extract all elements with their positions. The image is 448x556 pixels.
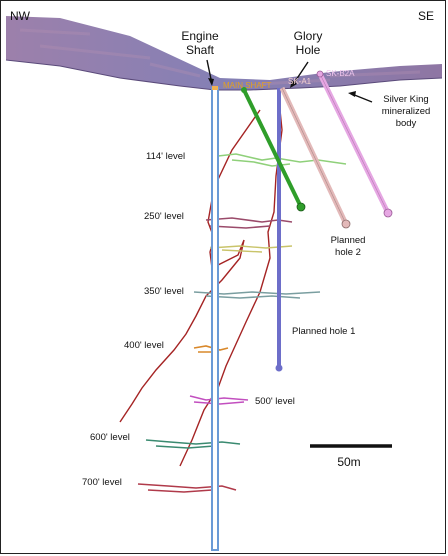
terrain-surface bbox=[6, 16, 442, 90]
sk-a1-surface-label: SK-A1 bbox=[288, 77, 312, 86]
glory-hole-arrow bbox=[291, 61, 309, 87]
level-label-350: 350' level bbox=[144, 286, 184, 297]
planned-hole-2-outline bbox=[281, 87, 347, 225]
silver-king-label-line-3: body bbox=[396, 118, 417, 129]
level-label-250: 250' level bbox=[144, 211, 184, 222]
scale-bar-label: 50m bbox=[337, 455, 360, 469]
level-label-500: 500' level bbox=[255, 396, 295, 407]
sk-b2a-surface-label: SK-B2A bbox=[326, 69, 355, 78]
terrain-surface-ground-line bbox=[5, 59, 443, 91]
level-label-400: 400' level bbox=[124, 340, 164, 351]
shaft-collar-marker bbox=[212, 86, 218, 90]
silver-king-label-line-1: Silver King bbox=[383, 94, 428, 105]
engine-shaft-title-line-2: Shaft bbox=[186, 43, 215, 57]
level-700-workings bbox=[137, 483, 237, 493]
planned-hole-2-label-line-2: hole 2 bbox=[335, 247, 361, 258]
direction-se: SE bbox=[418, 9, 434, 23]
silver-king-arrow bbox=[351, 93, 373, 103]
planned-hole-2-end bbox=[341, 219, 351, 229]
level-label-114: 114' level bbox=[146, 151, 185, 162]
level-250-workings bbox=[205, 217, 293, 229]
direction-nw: NW bbox=[10, 9, 31, 23]
planned-hole-2-label-line-1: Planned bbox=[331, 235, 366, 246]
glory-hole-arrowhead bbox=[290, 80, 297, 88]
planned-hole-1-end bbox=[275, 364, 283, 372]
level-label-700: 700' level bbox=[82, 477, 122, 488]
green-drillhole-end bbox=[296, 202, 306, 212]
engine-shaft-arrowhead bbox=[208, 78, 214, 86]
silver-king-arrowhead bbox=[348, 91, 356, 97]
main-shaft-surface-label: MAIN SHAFT bbox=[223, 81, 272, 90]
sk-b2a-hole-outline bbox=[319, 73, 389, 214]
red-trace-secondary bbox=[179, 89, 283, 467]
level-label-600: 600' level bbox=[90, 432, 130, 443]
green-drillhole-start bbox=[241, 87, 247, 93]
green-drillhole bbox=[242, 89, 303, 208]
terrain-surface-texture bbox=[19, 28, 421, 86]
glory-hole-title-line-2: Hole bbox=[296, 43, 321, 57]
engine-shaft-title-line-1: Engine bbox=[181, 29, 219, 43]
sk-b2a-hole-start bbox=[316, 70, 324, 78]
red-trace-main bbox=[119, 109, 261, 423]
engine-shaft bbox=[211, 87, 219, 551]
silver-king-label-line-2: mineralized bbox=[382, 106, 431, 117]
glory-hole-title-line-1: Glory bbox=[294, 29, 323, 43]
planned-hole-1-label: Planned hole 1 bbox=[292, 326, 355, 337]
sk-b2a-hole-end bbox=[383, 208, 393, 218]
level-600-workings bbox=[145, 439, 241, 449]
